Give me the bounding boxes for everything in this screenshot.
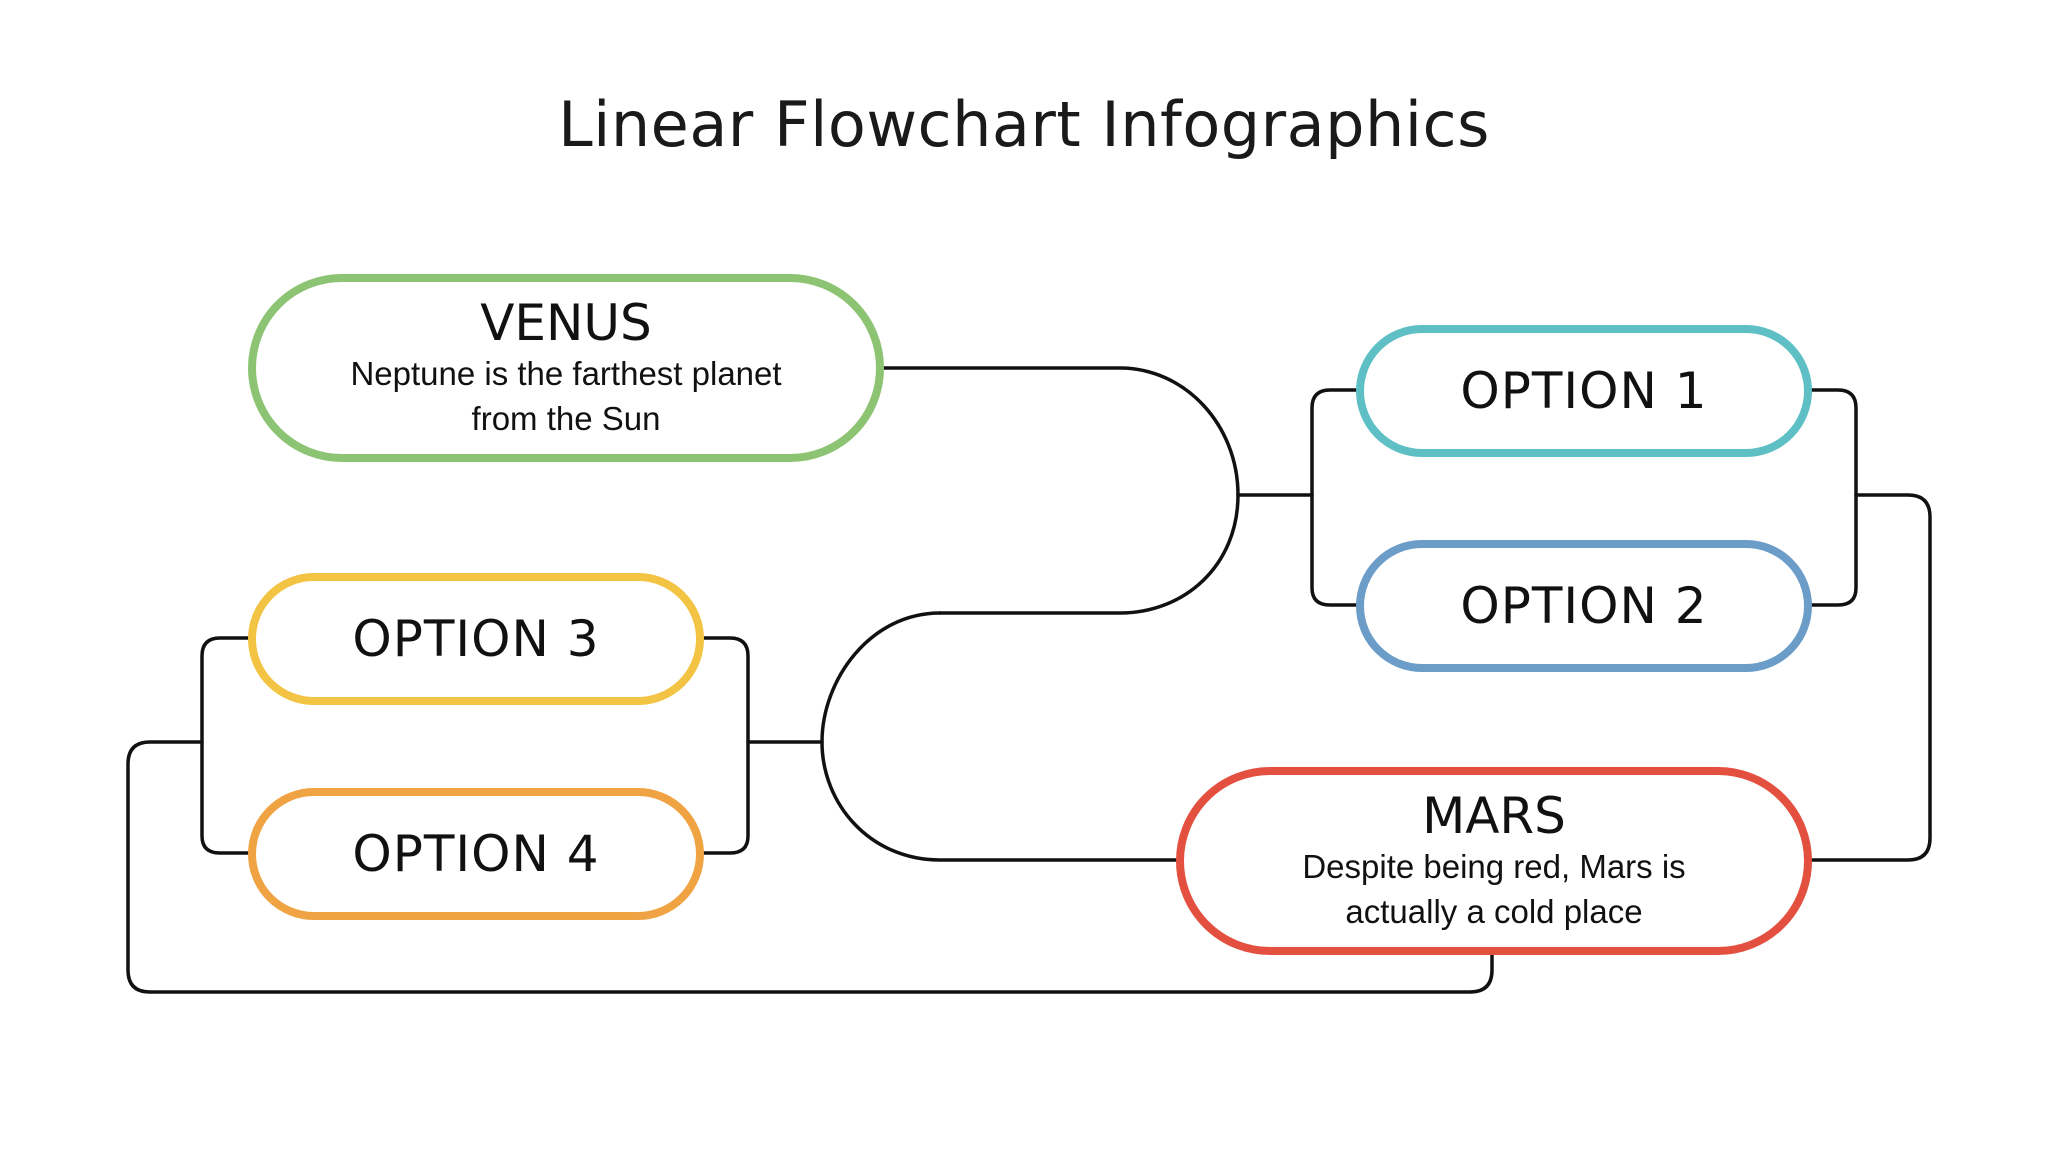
mars-description-line1: Despite being red, Mars is — [1302, 848, 1686, 885]
connector-curve-to-mars — [820, 611, 1178, 862]
option4-label: OPTION 4 — [352, 825, 600, 883]
bracket-option3-4-left — [200, 636, 250, 855]
page-title: Linear Flowchart Infographics — [558, 88, 1490, 161]
venus-heading: VENUS — [480, 293, 652, 352]
venus-description-line2: from the Sun — [471, 400, 661, 438]
connector-venus-to-junction — [882, 366, 1240, 615]
option3-node: OPTION 3 — [248, 573, 704, 705]
bracket-option1-2-right — [1810, 388, 1858, 607]
connector-bottom-loop — [126, 740, 1494, 994]
venus-description-line1: Neptune is the farthest planet — [350, 355, 782, 392]
connector-options-to-mars — [1810, 493, 1932, 862]
mars-node: MARS Despite being red, Mars is actually… — [1176, 767, 1812, 955]
option1-label: OPTION 1 — [1460, 362, 1708, 420]
option2-label: OPTION 2 — [1460, 577, 1708, 635]
option4-node: OPTION 4 — [248, 788, 704, 920]
option3-label: OPTION 3 — [352, 610, 600, 668]
mars-description-line2: actually a cold place — [1345, 893, 1643, 931]
option2-node: OPTION 2 — [1356, 540, 1812, 672]
mars-heading: MARS — [1422, 786, 1566, 845]
bracket-option1-2-left — [1310, 388, 1358, 607]
venus-node: VENUS Neptune is the farthest planet fro… — [248, 274, 884, 462]
option1-node: OPTION 1 — [1356, 325, 1812, 457]
bracket-option3-4-right — [702, 636, 750, 855]
